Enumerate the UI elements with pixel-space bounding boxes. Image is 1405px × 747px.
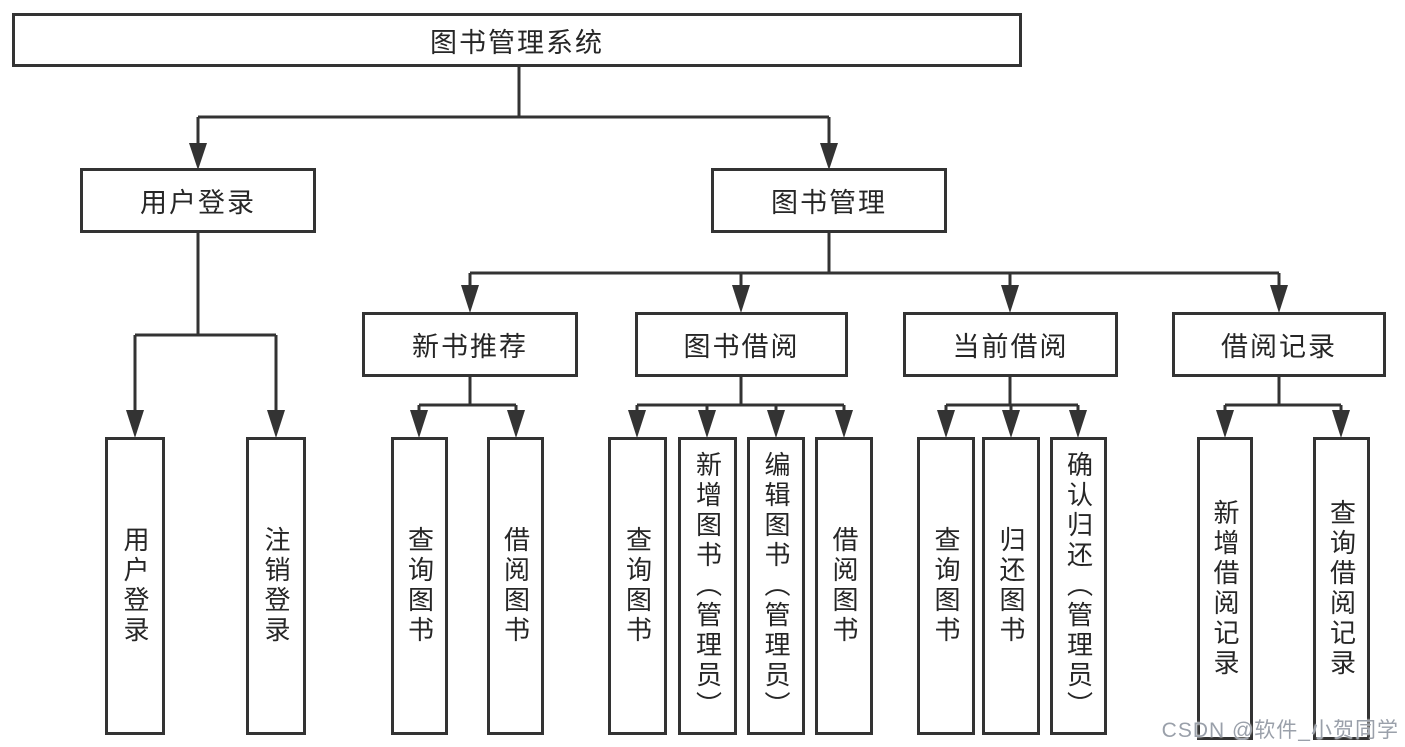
node-leaf-label: 查询图书 — [622, 526, 653, 646]
node-leaf-label: 查询图书 — [404, 526, 435, 646]
node-leaf-logout: 注销登录 — [246, 437, 306, 735]
node-root-label: 图书管理系统 — [430, 27, 604, 58]
node-leaf-label: 新增借阅记录 — [1210, 498, 1240, 679]
node-borrowing-records-label: 借阅记录 — [1221, 332, 1337, 362]
node-user-login-label: 用户登录 — [140, 188, 256, 218]
node-current-borrowing: 当前借阅 — [903, 312, 1118, 377]
node-root: 图书管理系统 — [12, 13, 1022, 67]
node-leaf-label: 查询图书 — [931, 526, 961, 646]
node-leaf-label: 借阅图书 — [829, 526, 859, 646]
node-leaf-add-borrow-record: 新增借阅记录 — [1197, 437, 1253, 740]
node-book-borrowing: 图书借阅 — [635, 312, 848, 377]
node-leaf-label: 注销登录 — [261, 526, 291, 646]
node-book-management-label: 图书管理 — [771, 188, 887, 218]
node-new-book-recommend: 新书推荐 — [362, 312, 578, 377]
node-leaf-label: 新增图书（管理员） — [692, 451, 723, 721]
node-leaf-borrow-books-2: 借阅图书 — [815, 437, 873, 735]
node-leaf-label: 确认归还（管理员） — [1063, 451, 1094, 721]
node-user-login: 用户登录 — [80, 168, 316, 233]
node-leaf-label: 查询借阅记录 — [1326, 498, 1357, 679]
node-leaf-query-books-2: 查询图书 — [608, 437, 667, 735]
node-leaf-label: 用户登录 — [120, 526, 150, 646]
node-leaf-user-login: 用户登录 — [105, 437, 165, 735]
node-borrowing-records: 借阅记录 — [1172, 312, 1386, 377]
node-book-management: 图书管理 — [711, 168, 947, 233]
arrow-down-icon — [126, 143, 1350, 438]
node-book-borrowing-label: 图书借阅 — [683, 332, 800, 362]
node-leaf-confirm-return-admin: 确认归还（管理员） — [1050, 437, 1107, 735]
node-leaf-label: 借阅图书 — [500, 526, 531, 646]
node-leaf-query-borrow-record: 查询借阅记录 — [1313, 437, 1370, 740]
node-current-borrowing-label: 当前借阅 — [952, 332, 1069, 362]
node-leaf-query-books-3: 查询图书 — [917, 437, 975, 735]
node-leaf-borrow-books-1: 借阅图书 — [487, 437, 544, 735]
node-leaf-add-books-admin: 新增图书（管理员） — [678, 437, 737, 735]
node-new-book-recommend-label: 新书推荐 — [412, 332, 528, 362]
node-leaf-query-books-1: 查询图书 — [391, 437, 448, 735]
node-leaf-edit-books-admin: 编辑图书（管理员） — [747, 437, 805, 735]
node-leaf-label: 编辑图书（管理员） — [761, 451, 791, 721]
watermark: CSDN @软件_小贺同学 — [1161, 719, 1399, 742]
node-leaf-return-books: 归还图书 — [982, 437, 1040, 735]
node-leaf-label: 归还图书 — [996, 526, 1026, 646]
